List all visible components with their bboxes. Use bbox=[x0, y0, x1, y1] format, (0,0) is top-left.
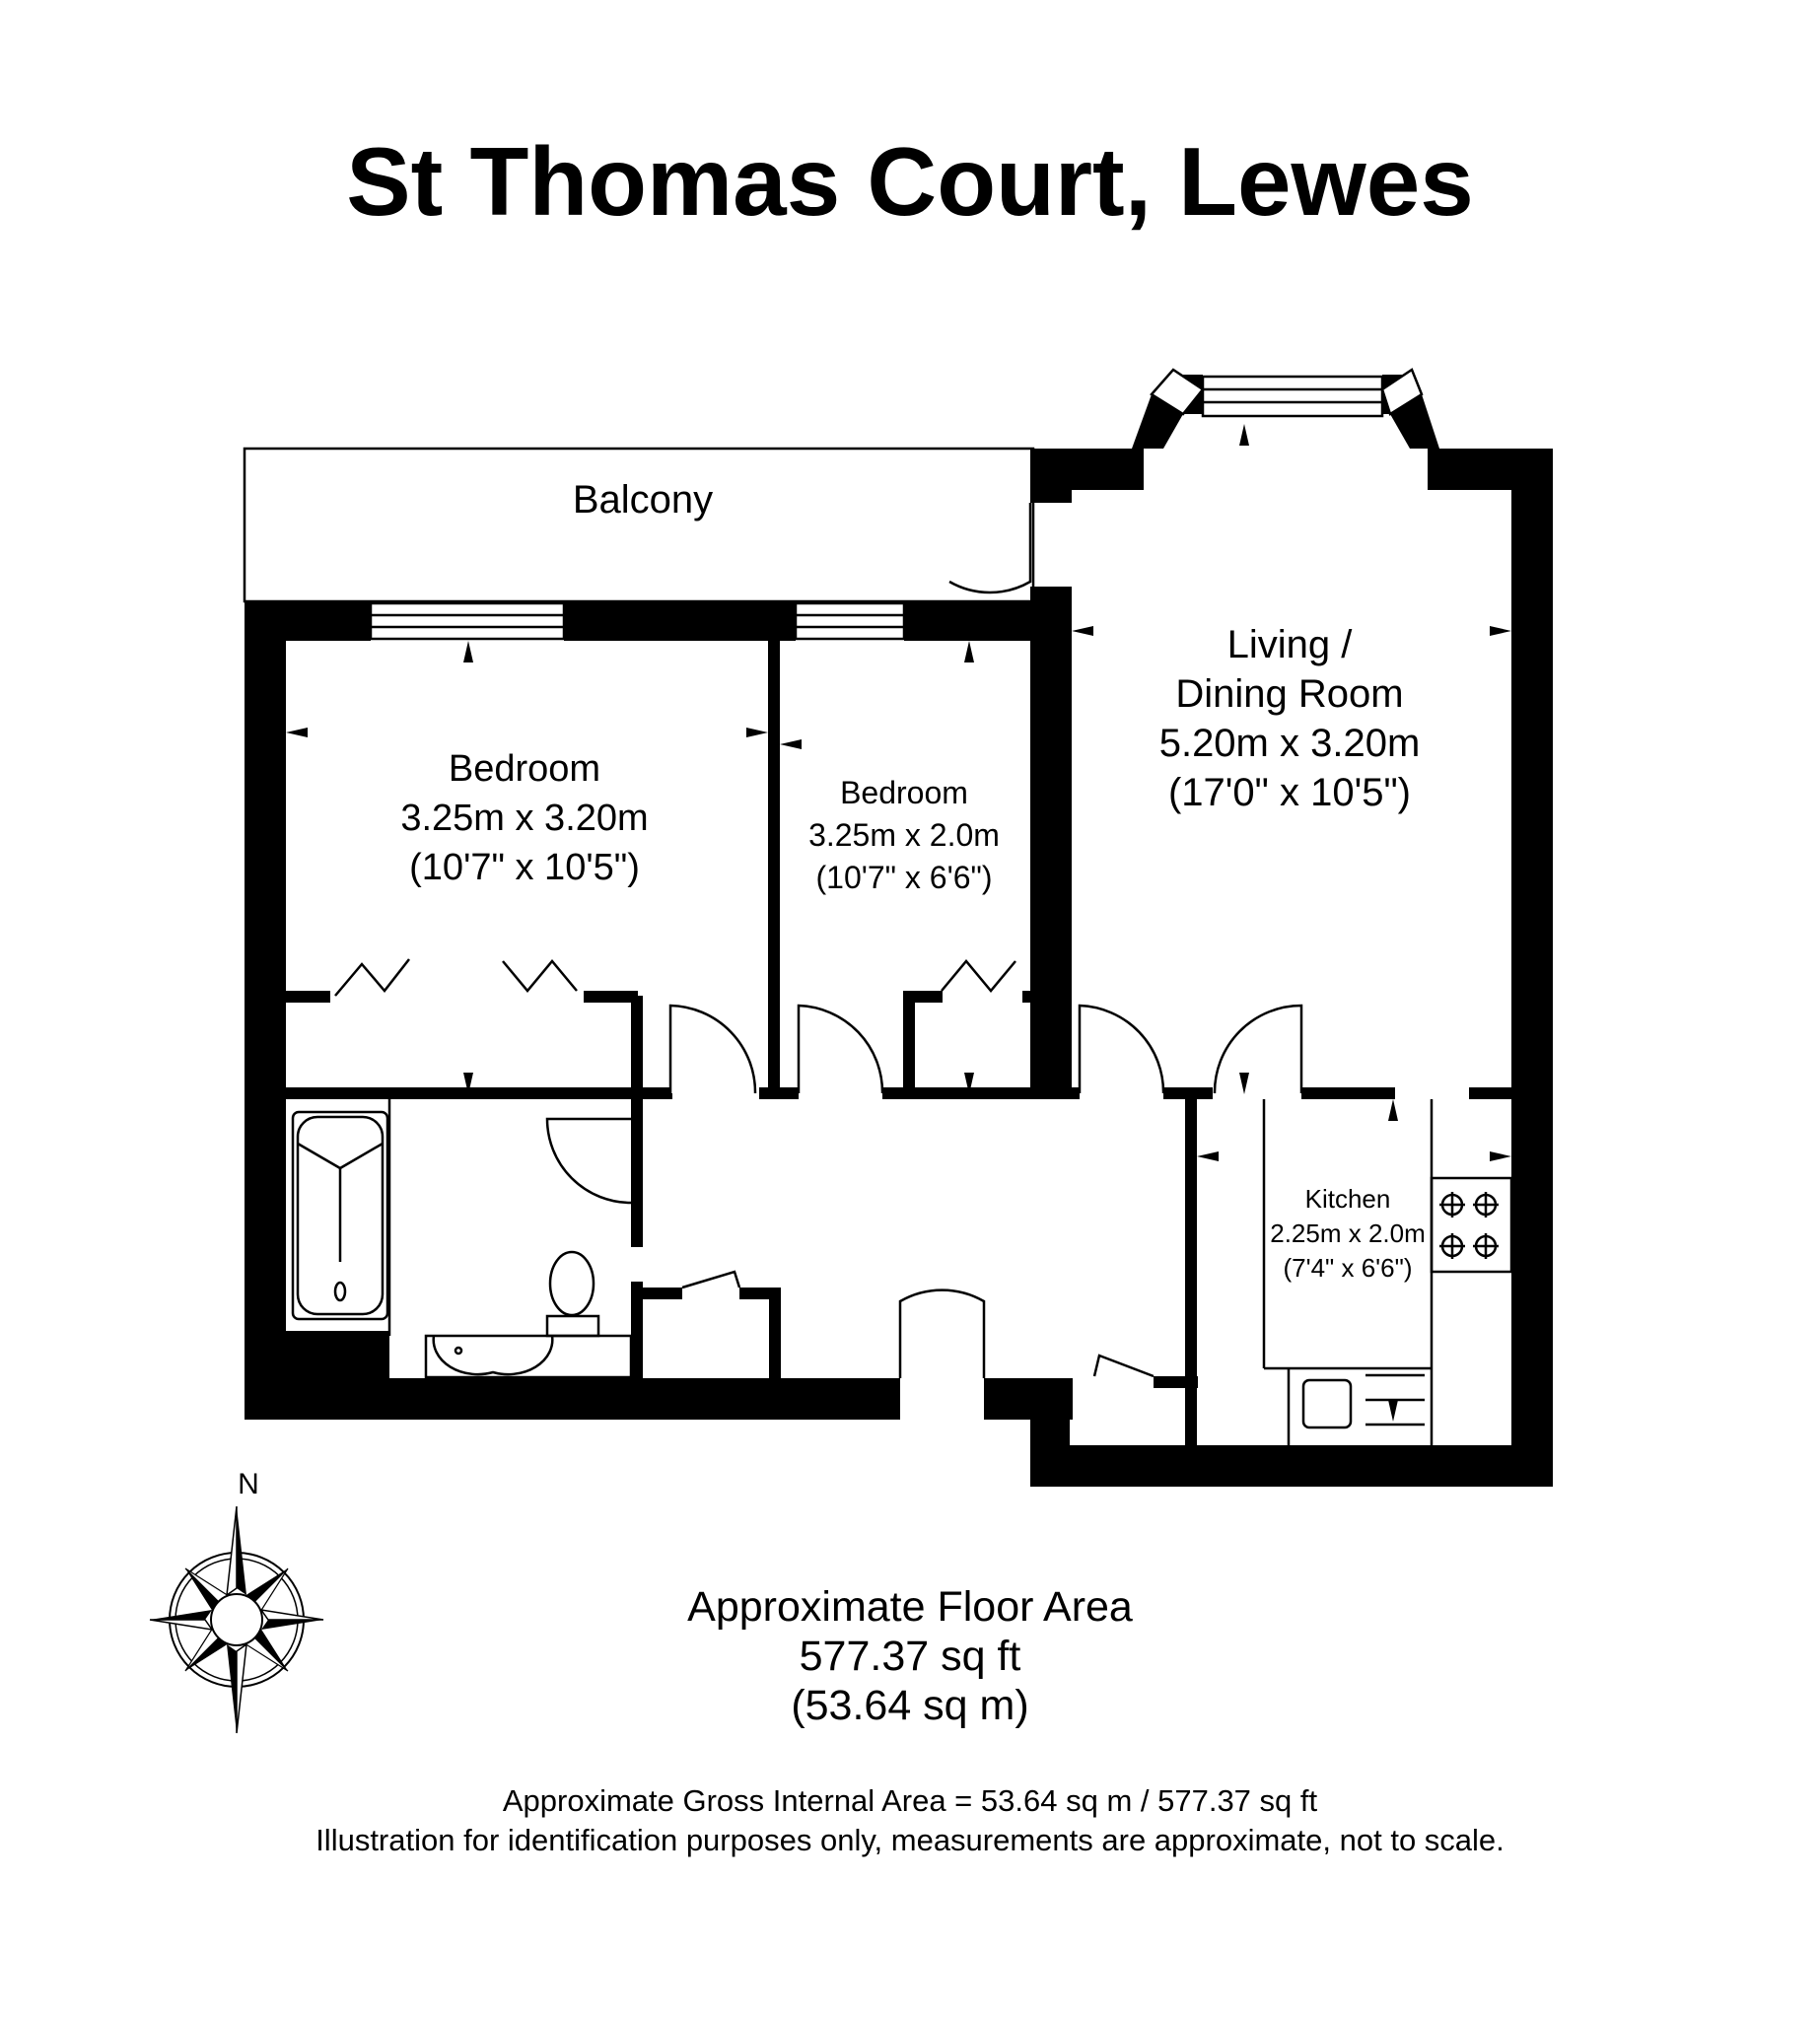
wardrobe-doors bbox=[334, 958, 1016, 997]
kitchen-label: Kitchen bbox=[1305, 1184, 1391, 1214]
footer: Approximate Gross Internal Area = 53.64 … bbox=[0, 1781, 1820, 1860]
bathroom-fixtures bbox=[291, 1099, 633, 1379]
bedroom1-size-metric: 3.25m x 3.20m bbox=[400, 798, 648, 839]
bedroom2-size-metric: 3.25m x 2.0m bbox=[808, 817, 1000, 853]
bedroom2-size-imperial: (10'7" x 6'6") bbox=[815, 860, 992, 895]
floor-area-block: Approximate Floor Area 577.37 sq ft (53.… bbox=[0, 1582, 1820, 1730]
balcony-label: Balcony bbox=[573, 478, 713, 522]
bedroom2-label: Bedroom bbox=[840, 775, 968, 810]
kitchen-size-metric: 2.25m x 2.0m bbox=[1270, 1218, 1426, 1248]
bay-window bbox=[1150, 368, 1424, 418]
page-title: St Thomas Court, Lewes bbox=[346, 127, 1474, 236]
measurement-arrows bbox=[286, 424, 1511, 1422]
interior-walls bbox=[286, 641, 1518, 1452]
bedroom-windows bbox=[369, 601, 906, 641]
disclaimer-text: Illustration for identification purposes… bbox=[315, 1823, 1505, 1857]
living-label-line1: Living / bbox=[1227, 623, 1354, 666]
balcony-outline bbox=[243, 447, 1035, 603]
kitchen-fixtures bbox=[1262, 1099, 1513, 1445]
floor-area-sqft: 577.37 sq ft bbox=[799, 1633, 1021, 1680]
compass-north-label: N bbox=[238, 1468, 259, 1500]
bedroom1-size-imperial: (10'7" x 10'5") bbox=[409, 847, 640, 888]
living-label-line2: Dining Room bbox=[1175, 672, 1403, 716]
doors bbox=[545, 503, 1303, 1378]
exterior-walls bbox=[245, 375, 1553, 1487]
compass-rose: N bbox=[149, 1468, 324, 1734]
bedroom1-label: Bedroom bbox=[449, 748, 600, 790]
living-size-imperial: (17'0" x 10'5") bbox=[1168, 771, 1411, 814]
kitchen-size-imperial: (7'4" x 6'6") bbox=[1284, 1253, 1413, 1283]
gross-area-text: Approximate Gross Internal Area = 53.64 … bbox=[502, 1783, 1318, 1818]
floor-area-heading: Approximate Floor Area bbox=[687, 1583, 1133, 1631]
living-size-metric: 5.20m x 3.20m bbox=[1159, 722, 1421, 765]
floor-area-sqm: (53.64 sq m) bbox=[791, 1682, 1029, 1729]
